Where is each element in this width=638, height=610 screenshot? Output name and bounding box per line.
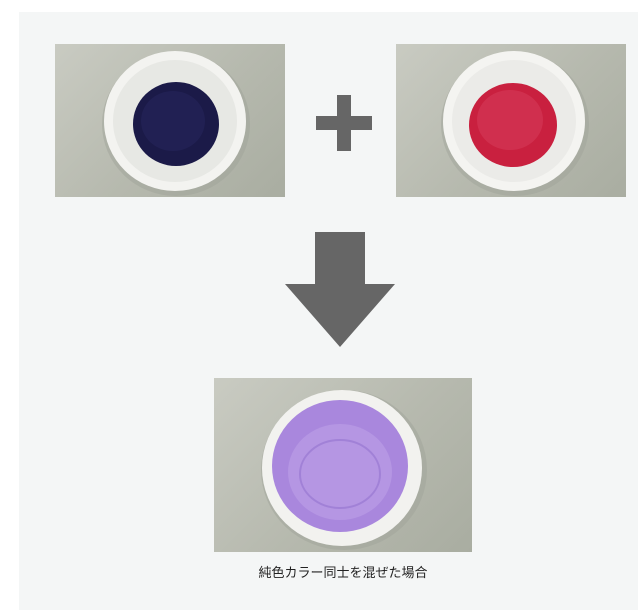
red-liquid-cup-image: [441, 51, 589, 196]
dark-liquid-cup-photo: [55, 44, 285, 197]
image-caption: 純色カラー同士を混ぜた場合: [258, 566, 428, 581]
plus-icon: [316, 95, 372, 151]
dark-liquid-cup-image: [102, 51, 250, 196]
mixed-liquid-cup-photo: [214, 378, 472, 552]
red-liquid-cup-photo: [396, 44, 626, 197]
arrow-down-icon: [285, 232, 395, 347]
mixed-liquid-cup-image: [261, 390, 427, 550]
